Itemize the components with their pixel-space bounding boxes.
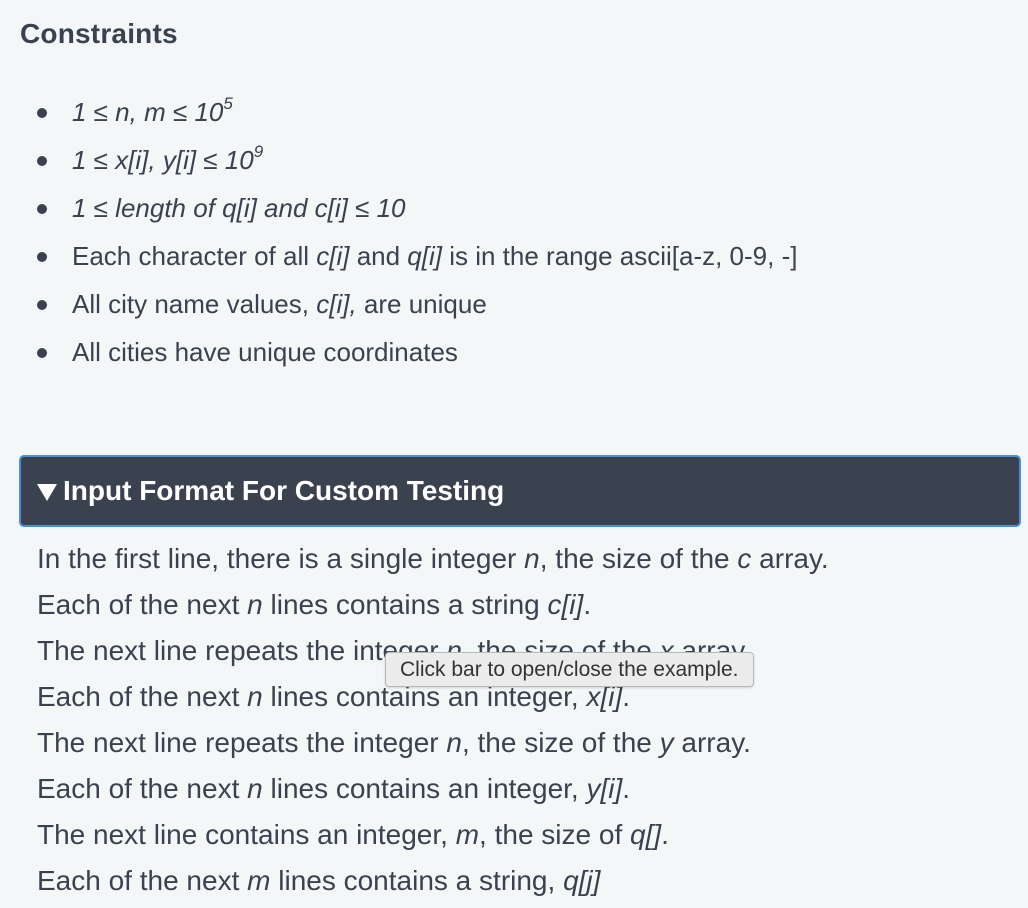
format-text: The next line repeats the integer [37,727,447,758]
format-text: lines contains a string, [270,865,564,896]
format-text: array. [751,543,829,574]
format-var: n [446,727,462,758]
constraint-math: q[i] [407,241,442,271]
format-text: . [661,819,669,850]
constraint-text: are unique [356,289,487,319]
format-line: Each of the next n lines contains an int… [37,766,829,812]
format-text: lines contains a string [262,589,548,620]
constraint-math: 1 ≤ n, m ≤ 10 [72,97,224,127]
format-var: q[] [630,819,662,850]
format-text: Each of the next [37,865,248,896]
format-text: , the size of [479,819,631,850]
constraint-text: All city name values, [72,289,317,319]
format-line: In the first line, there is a single int… [37,536,829,582]
format-var: y[i] [586,773,623,804]
bullet-icon [37,348,47,358]
format-var: m [247,865,271,896]
format-var: n [247,681,263,712]
format-line: The next line contains an integer, m, th… [37,812,829,858]
format-line: Each of the next m lines contains a stri… [37,858,829,904]
format-text: , the size of the [461,727,660,758]
constraint-item: All cities have unique coordinates [34,328,797,376]
constraint-item: 1 ≤ n, m ≤ 105 [34,88,797,136]
constraint-exponent: 9 [253,142,264,162]
format-text: In the first line, there is a single int… [37,543,525,574]
input-format-toggle-label: Input Format For Custom Testing [63,475,505,506]
bullet-icon [37,156,47,166]
constraint-text: All cities have unique coordinates [72,337,458,367]
format-text: The next line repeats the integer [37,635,447,666]
constraint-item: All city name values, c[i], are unique [34,280,797,328]
format-var: q[j] [563,865,601,896]
format-var: n [247,773,263,804]
format-text: . [622,681,631,712]
bullet-icon [37,108,47,118]
bullet-icon [37,252,47,262]
format-var: y [659,727,674,758]
constraint-math: c[i] [316,241,350,271]
constraint-text: is in the range ascii[a-z, 0-9, -] [441,241,798,271]
constraint-item: 1 ≤ x[i], y[i] ≤ 109 [34,136,797,184]
constraint-text: Each character of all [72,241,317,271]
constraint-exponent: 5 [223,94,233,114]
format-text: Each of the next [37,589,248,620]
format-text: Each of the next [37,681,248,712]
format-var: c[i] [547,589,584,620]
format-text: array. [673,727,751,758]
format-text: lines contains an integer, [262,773,587,804]
format-text: Each of the next [37,773,248,804]
format-text: . [583,589,592,620]
format-line: The next line repeats the integer n, the… [37,720,829,766]
bullet-icon [37,300,47,310]
input-format-toggle-bar[interactable]: Input Format For Custom Testing [19,455,1021,527]
triangle-down-icon [37,483,57,501]
input-format-description: In the first line, there is a single int… [37,536,829,904]
constraints-list: 1 ≤ n, m ≤ 105 1 ≤ x[i], y[i] ≤ 109 1 ≤ … [34,88,797,376]
constraint-math: 1 ≤ x[i], y[i] ≤ 10 [72,145,254,175]
constraint-math: c[i], [316,289,357,319]
format-var: m [455,819,480,850]
format-var: n [247,589,263,620]
constraints-heading: Constraints [20,18,178,49]
constraint-item: Each character of all c[i] and q[i] is i… [34,232,797,280]
constraint-math: 1 ≤ length of q[i] and c[i] ≤ 10 [72,193,406,223]
constraint-text: and [349,241,408,271]
constraint-item: 1 ≤ length of q[i] and c[i] ≤ 10 [34,184,797,232]
format-text: The next line contains an integer, [37,819,456,850]
format-var: c [737,543,752,574]
bullet-icon [37,204,47,214]
format-text: . [622,773,631,804]
format-text: , the size of the [539,543,738,574]
format-var: n [524,543,540,574]
toggle-tooltip: Click bar to open/close the example. [385,652,754,687]
format-line: Each of the next n lines contains a stri… [37,582,829,628]
